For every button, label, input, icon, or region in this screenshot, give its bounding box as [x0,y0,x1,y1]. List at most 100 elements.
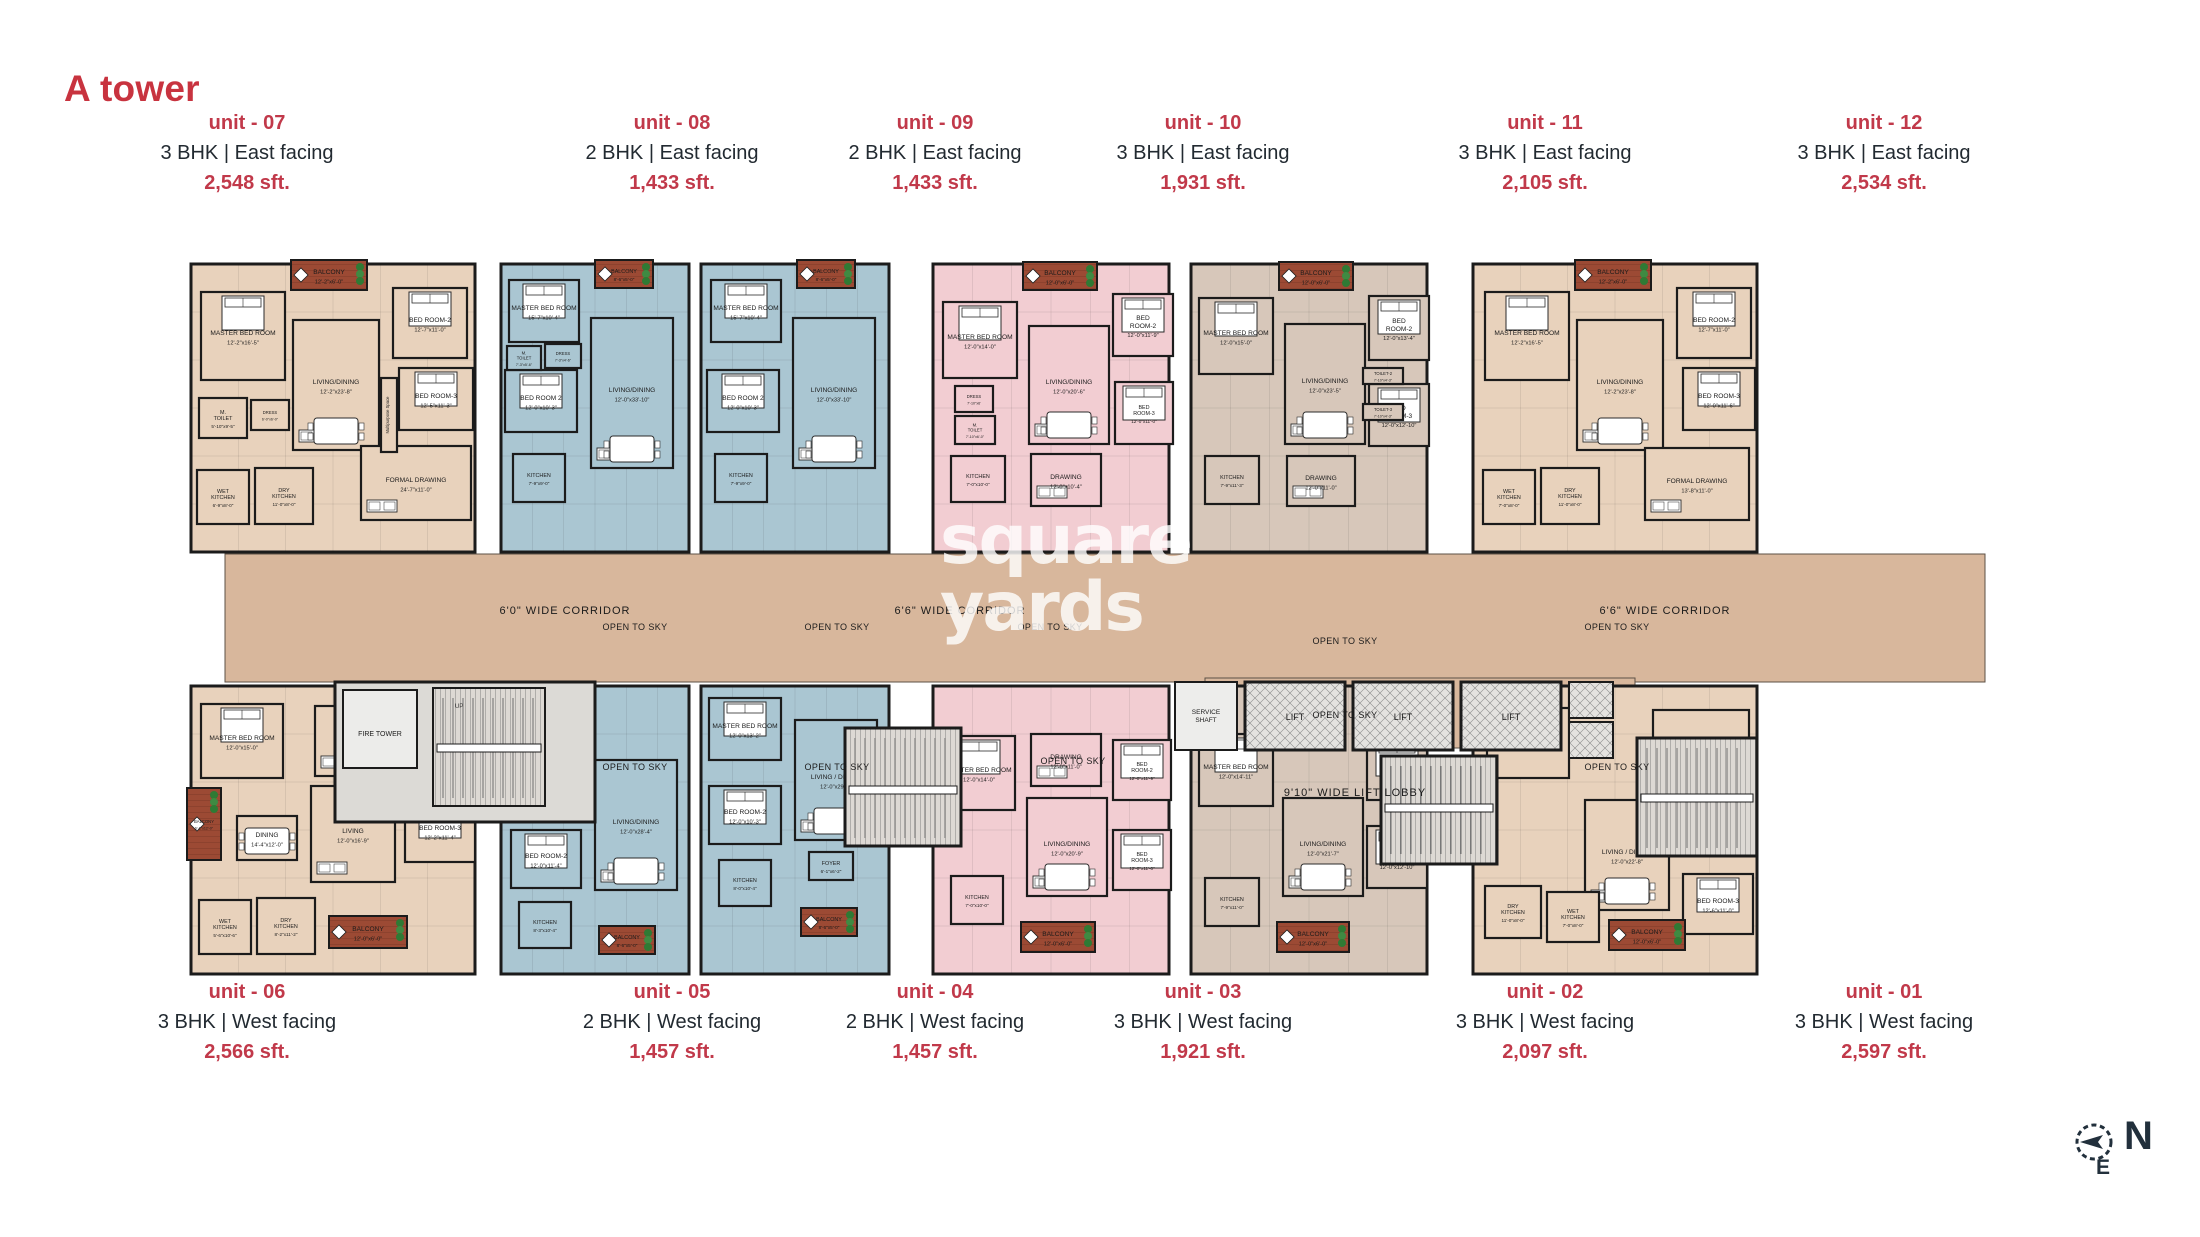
room-dimension: 12'-0"x14'-11" [1219,774,1253,780]
open-to-sky-label-1: OPEN TO SKY [804,622,869,632]
dining-table-icon [607,857,665,885]
room-boundary [197,898,253,956]
room-bed-room-2: BED ROOM 212'-0"x10'-3" [503,368,579,434]
plant-icon [1086,265,1094,287]
unit-area: 2,597 sft. [1841,1041,1927,1063]
room-label: KITCHEN [965,895,989,901]
room-label: WET [1567,909,1580,915]
room-label: DRY [1507,904,1519,910]
room-label: MASTER BED ROOM [713,305,778,312]
plant-icon [1674,923,1682,945]
room-label: MASTER BED ROOM [511,305,576,312]
room-label: BALCONY [1631,929,1663,936]
open-to-sky-label-2: OPEN TO SKY [1017,622,1082,632]
room-label: DRY [1564,488,1576,494]
plant-icon [644,929,652,951]
compass-icon [2075,1123,2113,1161]
unit-type: 2 BHK | East facing [585,142,759,164]
plan-unit-11[interactable]: MASTER BED ROOM12'-0"x15'-0"LIVING/DININ… [1189,261,1431,554]
room-boundary [1361,366,1405,386]
plant-icon [642,263,650,285]
building-core: FIRE TOWER UP [333,680,1759,866]
plan-unit-03[interactable]: MASTER BED ROOM12'-0"x14'-0"LIVING/DININ… [931,684,1173,976]
room-bed-room-2: BED ROOM-212'-7"x11'-0" [391,286,469,360]
room-label: ROOM-2 [1386,326,1413,333]
core-label-lift-2: LIFT [1394,712,1413,722]
room-dimension: 12'-0"x33'-10" [615,397,650,403]
unit-type: 3 BHK | East facing [1116,142,1290,164]
room-boundary [255,896,317,956]
open-to-sky-label-5: OPEN TO SKY [602,762,667,772]
room-label: TOILET-2 [1374,371,1393,376]
plant-icon [356,263,364,285]
room-label: LIVING/DINING [1302,378,1349,385]
room-label: KITCHEN [966,474,990,480]
room-label: FORMAL DRAWING [386,477,447,484]
open-to-sky-label-3: OPEN TO SKY [1312,636,1377,646]
open-to-sky-label-4: OPEN TO SKY [1584,622,1649,632]
plant-icon [1640,263,1648,285]
room-label: ROOM-2 [1131,768,1153,774]
room-multipurpose-space: Multipurpose Space [379,376,399,454]
plan-unit-07[interactable]: MASTER BED ROOM12'-2"x16'-5"LIVING/DININ… [189,259,477,554]
unit-caption-top-0: unit - 07 3 BHK | East facing 2,548 sft. [97,113,397,193]
core-label-up: UP [455,704,463,710]
room-label: ROOM-3 [1131,858,1153,864]
plan-unit-12[interactable]: MASTER BED ROOM12'-2"x16'-5"LIVING/DININ… [1471,259,1759,554]
chair-icon [1281,268,1297,284]
plan-unit-10[interactable]: MASTER BED ROOM12'-0"x14'-0"LIVING/DININ… [931,261,1175,554]
room-label: BALCONY [1300,270,1332,277]
room-dimension: 7'-0"x8'-0" [1499,503,1520,508]
unit-type: 3 BHK | West facing [157,1011,337,1033]
dining-table-icon [1591,417,1649,445]
room-label: BALCONY [614,935,640,941]
compass: N E [2068,1114,2178,1208]
dining-table-icon [1598,877,1656,905]
room-bed-room-3: BED ROOM-312'-6"x11'-0" [1681,872,1755,936]
room-label: WET [219,919,232,925]
room-dimension: 12'-0"x23'-5" [1309,388,1341,394]
room-label: DRY [280,918,292,924]
room-dimension: 12'-0"x11'-9" [1129,776,1155,781]
room-dimension: 12'-0"x10'-3" [727,405,759,411]
room-dimension: 12'-2"x6'-0" [315,279,344,285]
room-label: BALCONY [1044,270,1076,277]
room-label: BED [1138,405,1149,411]
room-dimension: 12'-0"x28'-4" [620,829,652,835]
room-label: DRAWING [1050,754,1082,761]
room-dimension: 7'-9"x11'-0" [1221,905,1244,910]
bed-icon [221,295,265,331]
unit-area: 2,097 sft. [1502,1041,1588,1063]
room-label: KITCHEN [272,494,296,500]
room-boundary [1203,876,1261,928]
room-dimension: 6'-9"x8'-0" [213,503,234,508]
room-dimension: 12'-0"x10'-3" [729,819,761,825]
room-dimension: 12'-0"x11'-0" [1129,866,1155,871]
bed-icon [1697,371,1741,407]
room-dimension: 7'-10"x6' [967,401,981,405]
bed-icon [1505,295,1549,331]
room-dimension: 12'-0"x14'-0" [963,777,995,783]
room-label: BED ROOM-3 [1698,393,1740,400]
unit-label: unit - 11 [1507,112,1583,134]
room-dimension: 5'-10"x9'-5" [211,424,235,429]
unit-caption-top-3: unit - 10 3 BHK | East facing 1,931 sft. [1053,113,1353,193]
open-to-sky-label-7: OPEN TO SKY [1040,756,1105,766]
unit-caption-bottom-3: unit - 03 3 BHK | West facing 1,921 sft. [1053,982,1353,1062]
room-label: BED ROOM-2 [1693,317,1735,324]
unit-area: 1,433 sft. [892,172,978,194]
chair-icon [1577,267,1593,283]
chair-icon [293,267,309,283]
